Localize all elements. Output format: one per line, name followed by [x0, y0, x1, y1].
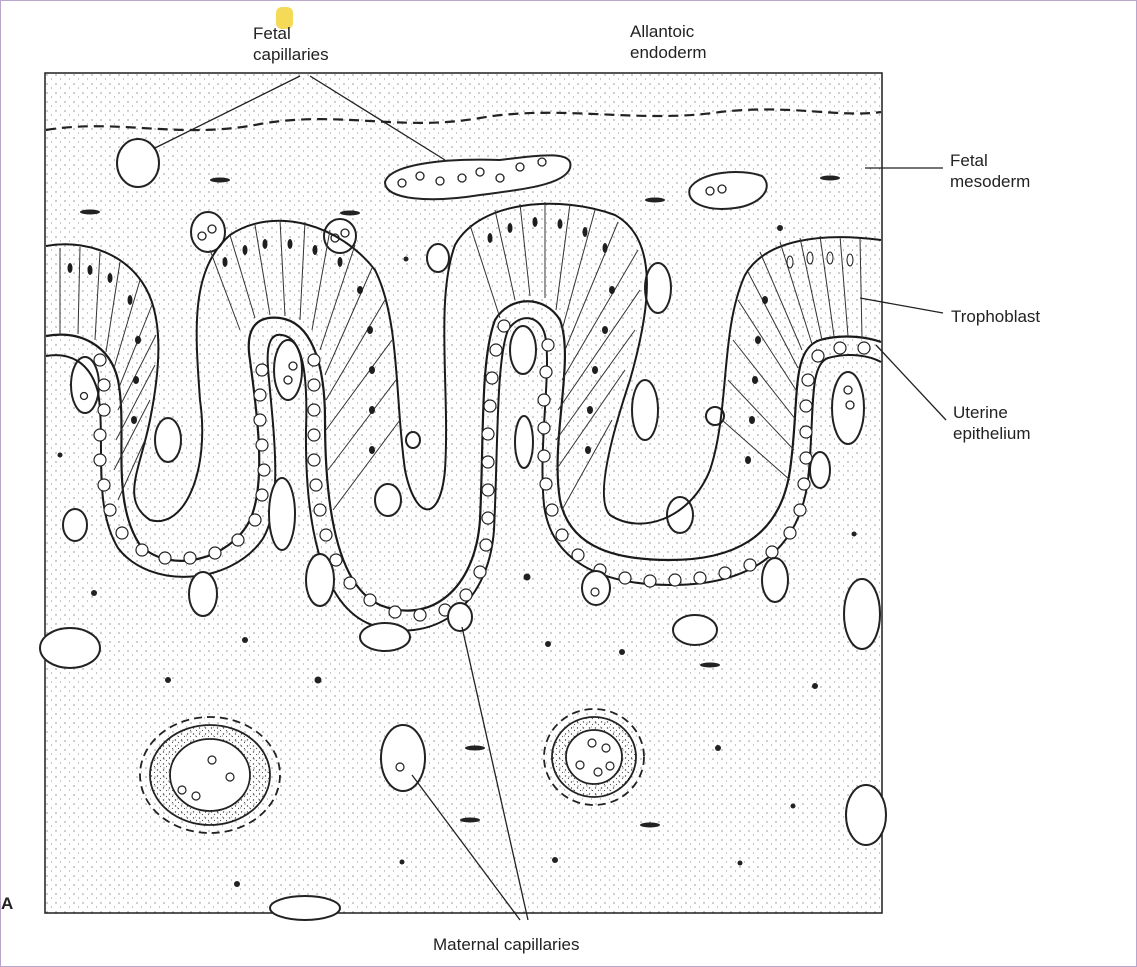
label-fetal-capillaries: Fetal capillaries: [253, 23, 329, 65]
label-maternal-capillaries: Maternal capillaries: [433, 934, 579, 955]
label-fetal-mesoderm: Fetal mesoderm: [950, 150, 1030, 192]
label-trophoblast: Trophoblast: [951, 306, 1040, 327]
label-uterine-epithelium: Uterine epithelium: [953, 402, 1031, 444]
label-allantoic-endoderm: Allantoic endoderm: [630, 21, 707, 63]
panel-letter: A: [1, 893, 13, 914]
leader-uterine-epithelium: [876, 345, 946, 420]
